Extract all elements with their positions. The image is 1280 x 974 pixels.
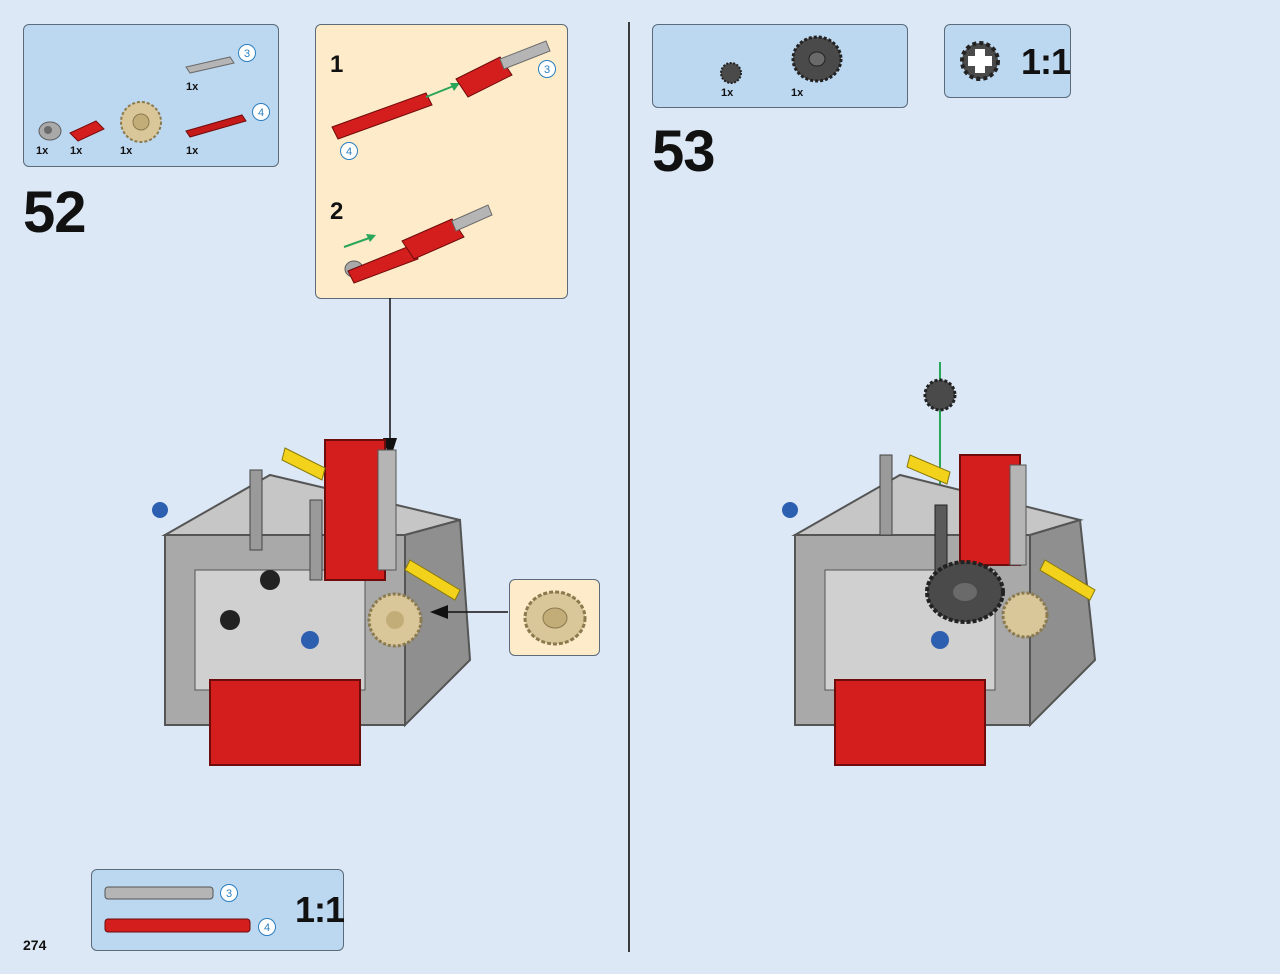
small-dark-gear-icon (720, 62, 742, 84)
length-badge: 4 (340, 142, 358, 160)
substep-number-2: 2 (330, 198, 344, 225)
part-qty: 1x (120, 145, 133, 157)
length-badge: 3 (538, 60, 556, 78)
scale-label: 1:1 (295, 889, 345, 930)
part-qty: 1x (36, 145, 49, 157)
part-qty: 1x (791, 87, 804, 99)
part-qty: 1x (186, 81, 199, 93)
part-qty: 1x (186, 145, 199, 157)
part-qty: 1x (721, 87, 734, 99)
red-connector-icon (69, 120, 105, 142)
parts-list-step-53: 1x 1x (652, 24, 908, 108)
length-badge: 4 (258, 918, 276, 936)
model-illustration-step-53 (782, 362, 1097, 766)
subassembly-box: 1 4 3 2 (315, 24, 568, 299)
grey-axle-3-icon (185, 56, 235, 74)
length-badge: 4 (252, 103, 270, 121)
tan-gear-icon (523, 590, 587, 646)
part-qty: 1x (70, 145, 83, 157)
step-number-52: 52 (23, 180, 87, 245)
red-axle-4-scale-icon (104, 918, 251, 933)
scale-box-step-53: 1:1 (944, 24, 1071, 98)
callout-arrow (383, 298, 397, 460)
grey-axle-3-scale-icon (104, 886, 214, 900)
bush-icon (38, 121, 62, 141)
scale-box-step-52: 3 4 1:1 (91, 869, 345, 951)
tan-gear-icon (120, 101, 162, 143)
small-dark-gear-scale-icon (960, 41, 1000, 81)
green-arrow-icon (425, 83, 460, 98)
parts-list-step-52: 3 1x 1x 1x 1x 4 1x (23, 24, 279, 167)
model-illustration-step-52 (152, 439, 472, 766)
axle-with-bush-illustration (344, 204, 493, 284)
scale-label: 1:1 (1021, 41, 1071, 82)
red-connector-with-axle-illustration (455, 40, 551, 98)
page-number: 274 (23, 937, 47, 953)
step-number-53: 53 (652, 119, 716, 184)
substep-number-1: 1 (330, 51, 344, 78)
green-arrow-icon (343, 234, 376, 248)
red-axle-4-illustration (331, 92, 433, 140)
red-axle-4-icon (185, 114, 247, 138)
large-dark-gear-icon (791, 35, 843, 83)
step-divider (628, 22, 630, 952)
callout-arrow (430, 605, 508, 619)
tan-gear-callout (509, 579, 600, 656)
length-badge: 3 (238, 44, 256, 62)
length-badge: 3 (220, 884, 238, 902)
